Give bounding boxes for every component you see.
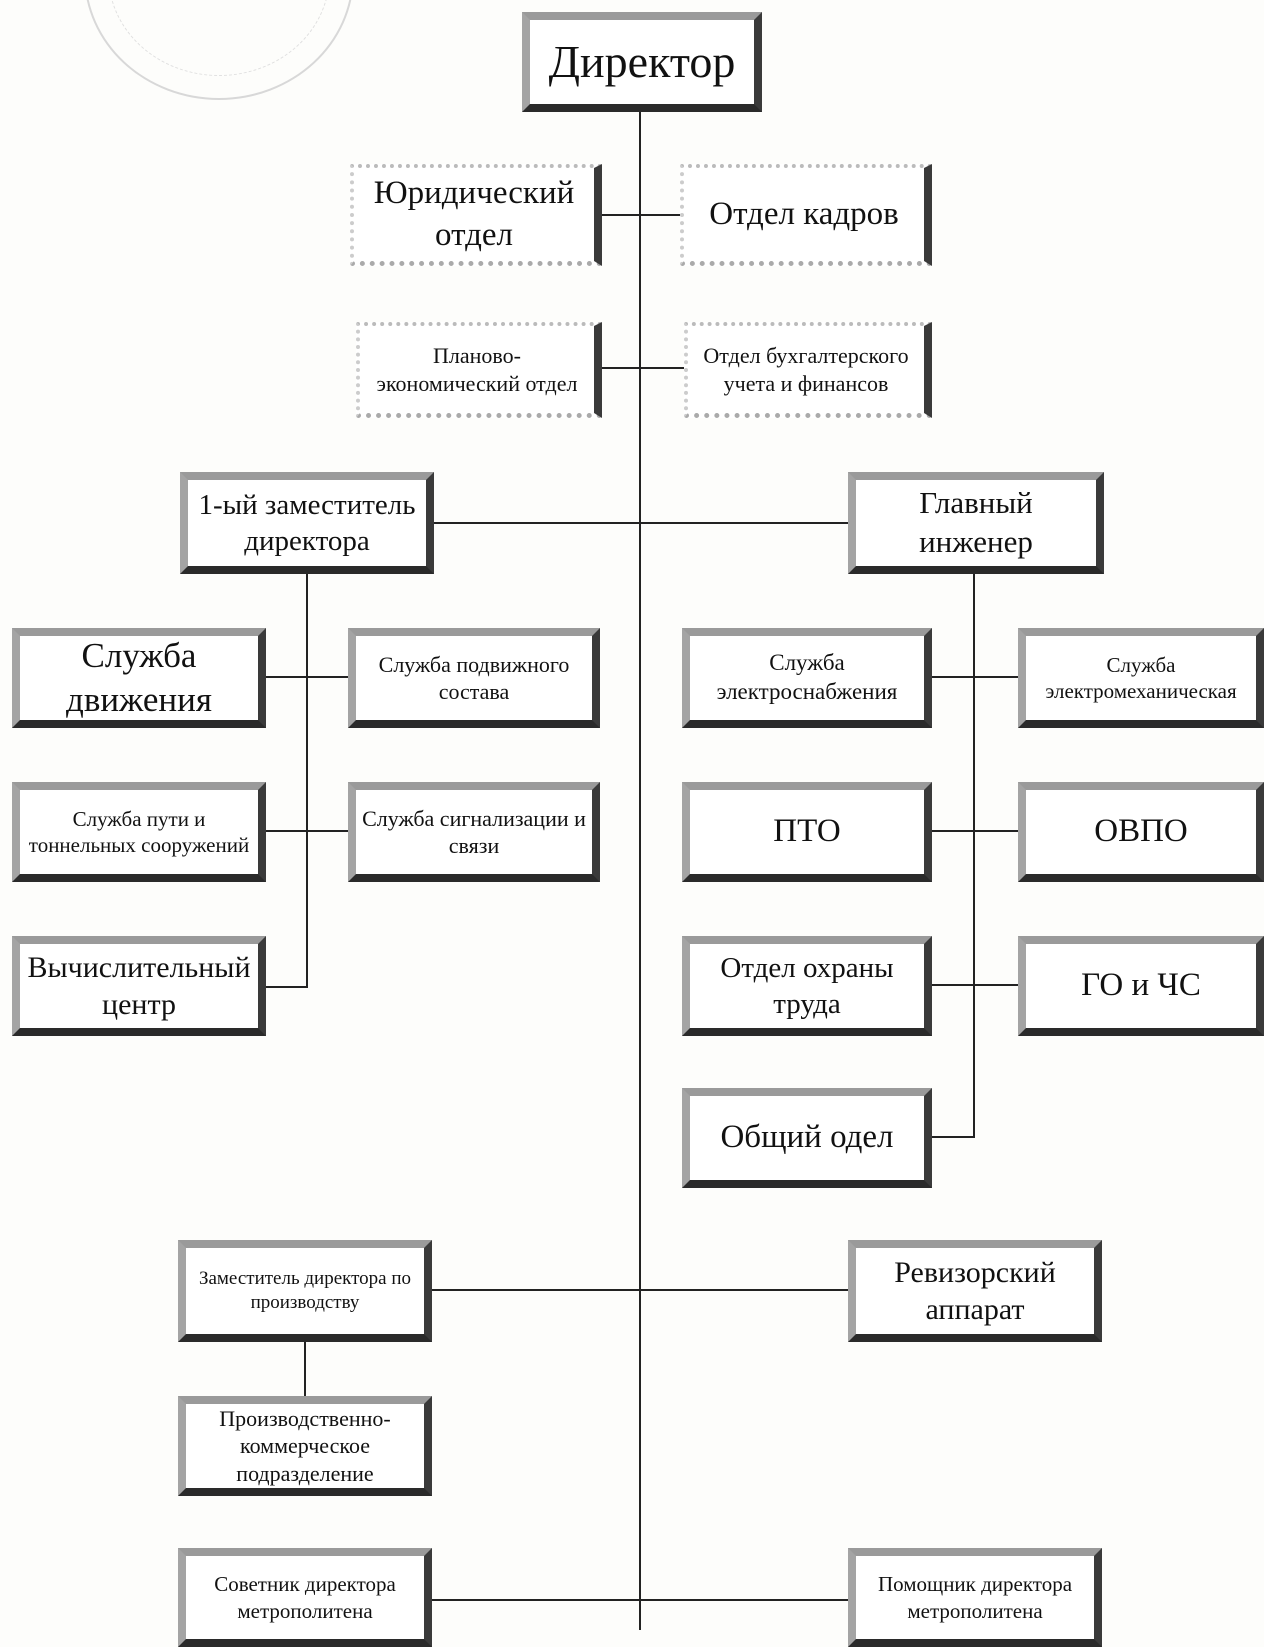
box-hr-department-label: Отдел кадров (709, 195, 899, 232)
box-production-commercial-unit-label: Производственно-коммерческое подразделен… (219, 1405, 391, 1486)
box-ovpo: ОВПО (1018, 782, 1264, 882)
connector-planning-accounting (600, 367, 684, 369)
box-legal-department: Юридический отдел (350, 164, 602, 266)
box-production-commercial-unit: Производственно-коммерческое подразделен… (178, 1396, 432, 1496)
box-power-supply-service-label: Служба электроснабжения (716, 650, 898, 704)
connector-row1-right (930, 676, 1020, 678)
box-rolling-stock-service-label: Служба подвижного состава (378, 651, 570, 705)
box-pto-label: ПТО (773, 813, 841, 850)
connector-computing (264, 986, 308, 988)
box-civil-defense: ГО и ЧС (1018, 936, 1264, 1036)
box-audit-office-label: Ревизорский аппарат (894, 1255, 1056, 1327)
box-first-deputy-director: 1-ый заместитель директора (180, 472, 434, 574)
box-chief-engineer-label: Главный инженер (919, 485, 1033, 559)
connector-row2-left (264, 830, 350, 832)
box-director-advisor: Советник директора метрополитена (178, 1548, 432, 1647)
box-legal-department-label: Юридический отдел (373, 175, 575, 253)
box-electromechanical-service: Служба электромеханическая (1018, 628, 1264, 728)
box-ovpo-label: ОВПО (1094, 813, 1188, 850)
box-accounting-department-label: Отдел бухгалтерского учета и финансов (703, 343, 909, 396)
box-hr-department: Отдел кадров (680, 164, 932, 266)
connector-row2-right (930, 830, 1020, 832)
connector-chief-engineer-trunk (973, 570, 975, 1138)
box-computing-center-label: Вычислительный центр (27, 950, 251, 1022)
box-deputy-director-production-label: Заместитель директора по производству (198, 1268, 412, 1313)
box-labor-safety-department: Отдел охраны труда (682, 936, 932, 1036)
connector-deputy-production-audit (432, 1289, 850, 1291)
box-signaling-service-label: Служба сигнализации и связи (362, 805, 586, 859)
stamp-seal (84, 0, 354, 100)
box-labor-safety-department-label: Отдел охраны труда (720, 951, 894, 1020)
box-rolling-stock-service: Служба подвижного состава (348, 628, 600, 728)
box-director: Директор (522, 12, 762, 112)
connector-first-deputy-trunk (306, 570, 308, 988)
box-deputy-director-production: Заместитель директора по производству (178, 1240, 432, 1342)
connector-deputy-production-sub (304, 1340, 306, 1398)
box-accounting-department: Отдел бухгалтерского учета и финансов (684, 322, 932, 418)
box-general-department-label: Общий одел (720, 1119, 894, 1156)
connector-row3-right (930, 984, 1020, 986)
box-director-advisor-label: Советник директора метрополитена (214, 1572, 396, 1623)
box-first-deputy-director-label: 1-ый заместитель директора (198, 488, 416, 557)
connector-deputies (432, 522, 850, 524)
box-traffic-service: Служба движения (12, 628, 266, 728)
box-audit-office: Ревизорский аппарат (848, 1240, 1102, 1342)
box-track-service: Служба пути и тоннельных сооружений (12, 782, 266, 882)
box-planning-department-label: Планово-экономический отдел (376, 343, 578, 396)
box-computing-center: Вычислительный центр (12, 936, 266, 1036)
box-civil-defense-label: ГО и ЧС (1081, 967, 1201, 1004)
box-general-department: Общий одел (682, 1088, 932, 1188)
box-signaling-service: Служба сигнализации и связи (348, 782, 600, 882)
connector-main-trunk (639, 104, 641, 1630)
connector-general (930, 1136, 975, 1138)
box-power-supply-service: Служба электроснабжения (682, 628, 932, 728)
box-pto: ПТО (682, 782, 932, 882)
box-chief-engineer: Главный инженер (848, 472, 1104, 574)
box-planning-department: Планово-экономический отдел (356, 322, 602, 418)
box-director-assistant-label: Помощник директора метрополитена (877, 1572, 1073, 1623)
box-track-service-label: Служба пути и тоннельных сооружений (28, 806, 250, 857)
box-director-assistant: Помощник директора метрополитена (848, 1548, 1102, 1647)
box-traffic-service-label: Служба движения (66, 636, 212, 719)
connector-row1-left (264, 676, 350, 678)
connector-advisor-assistant (432, 1599, 850, 1601)
box-electromechanical-service-label: Служба электромеханическая (1045, 652, 1237, 703)
connector-legal-hr (600, 214, 684, 216)
box-director-label: Директор (548, 36, 736, 88)
